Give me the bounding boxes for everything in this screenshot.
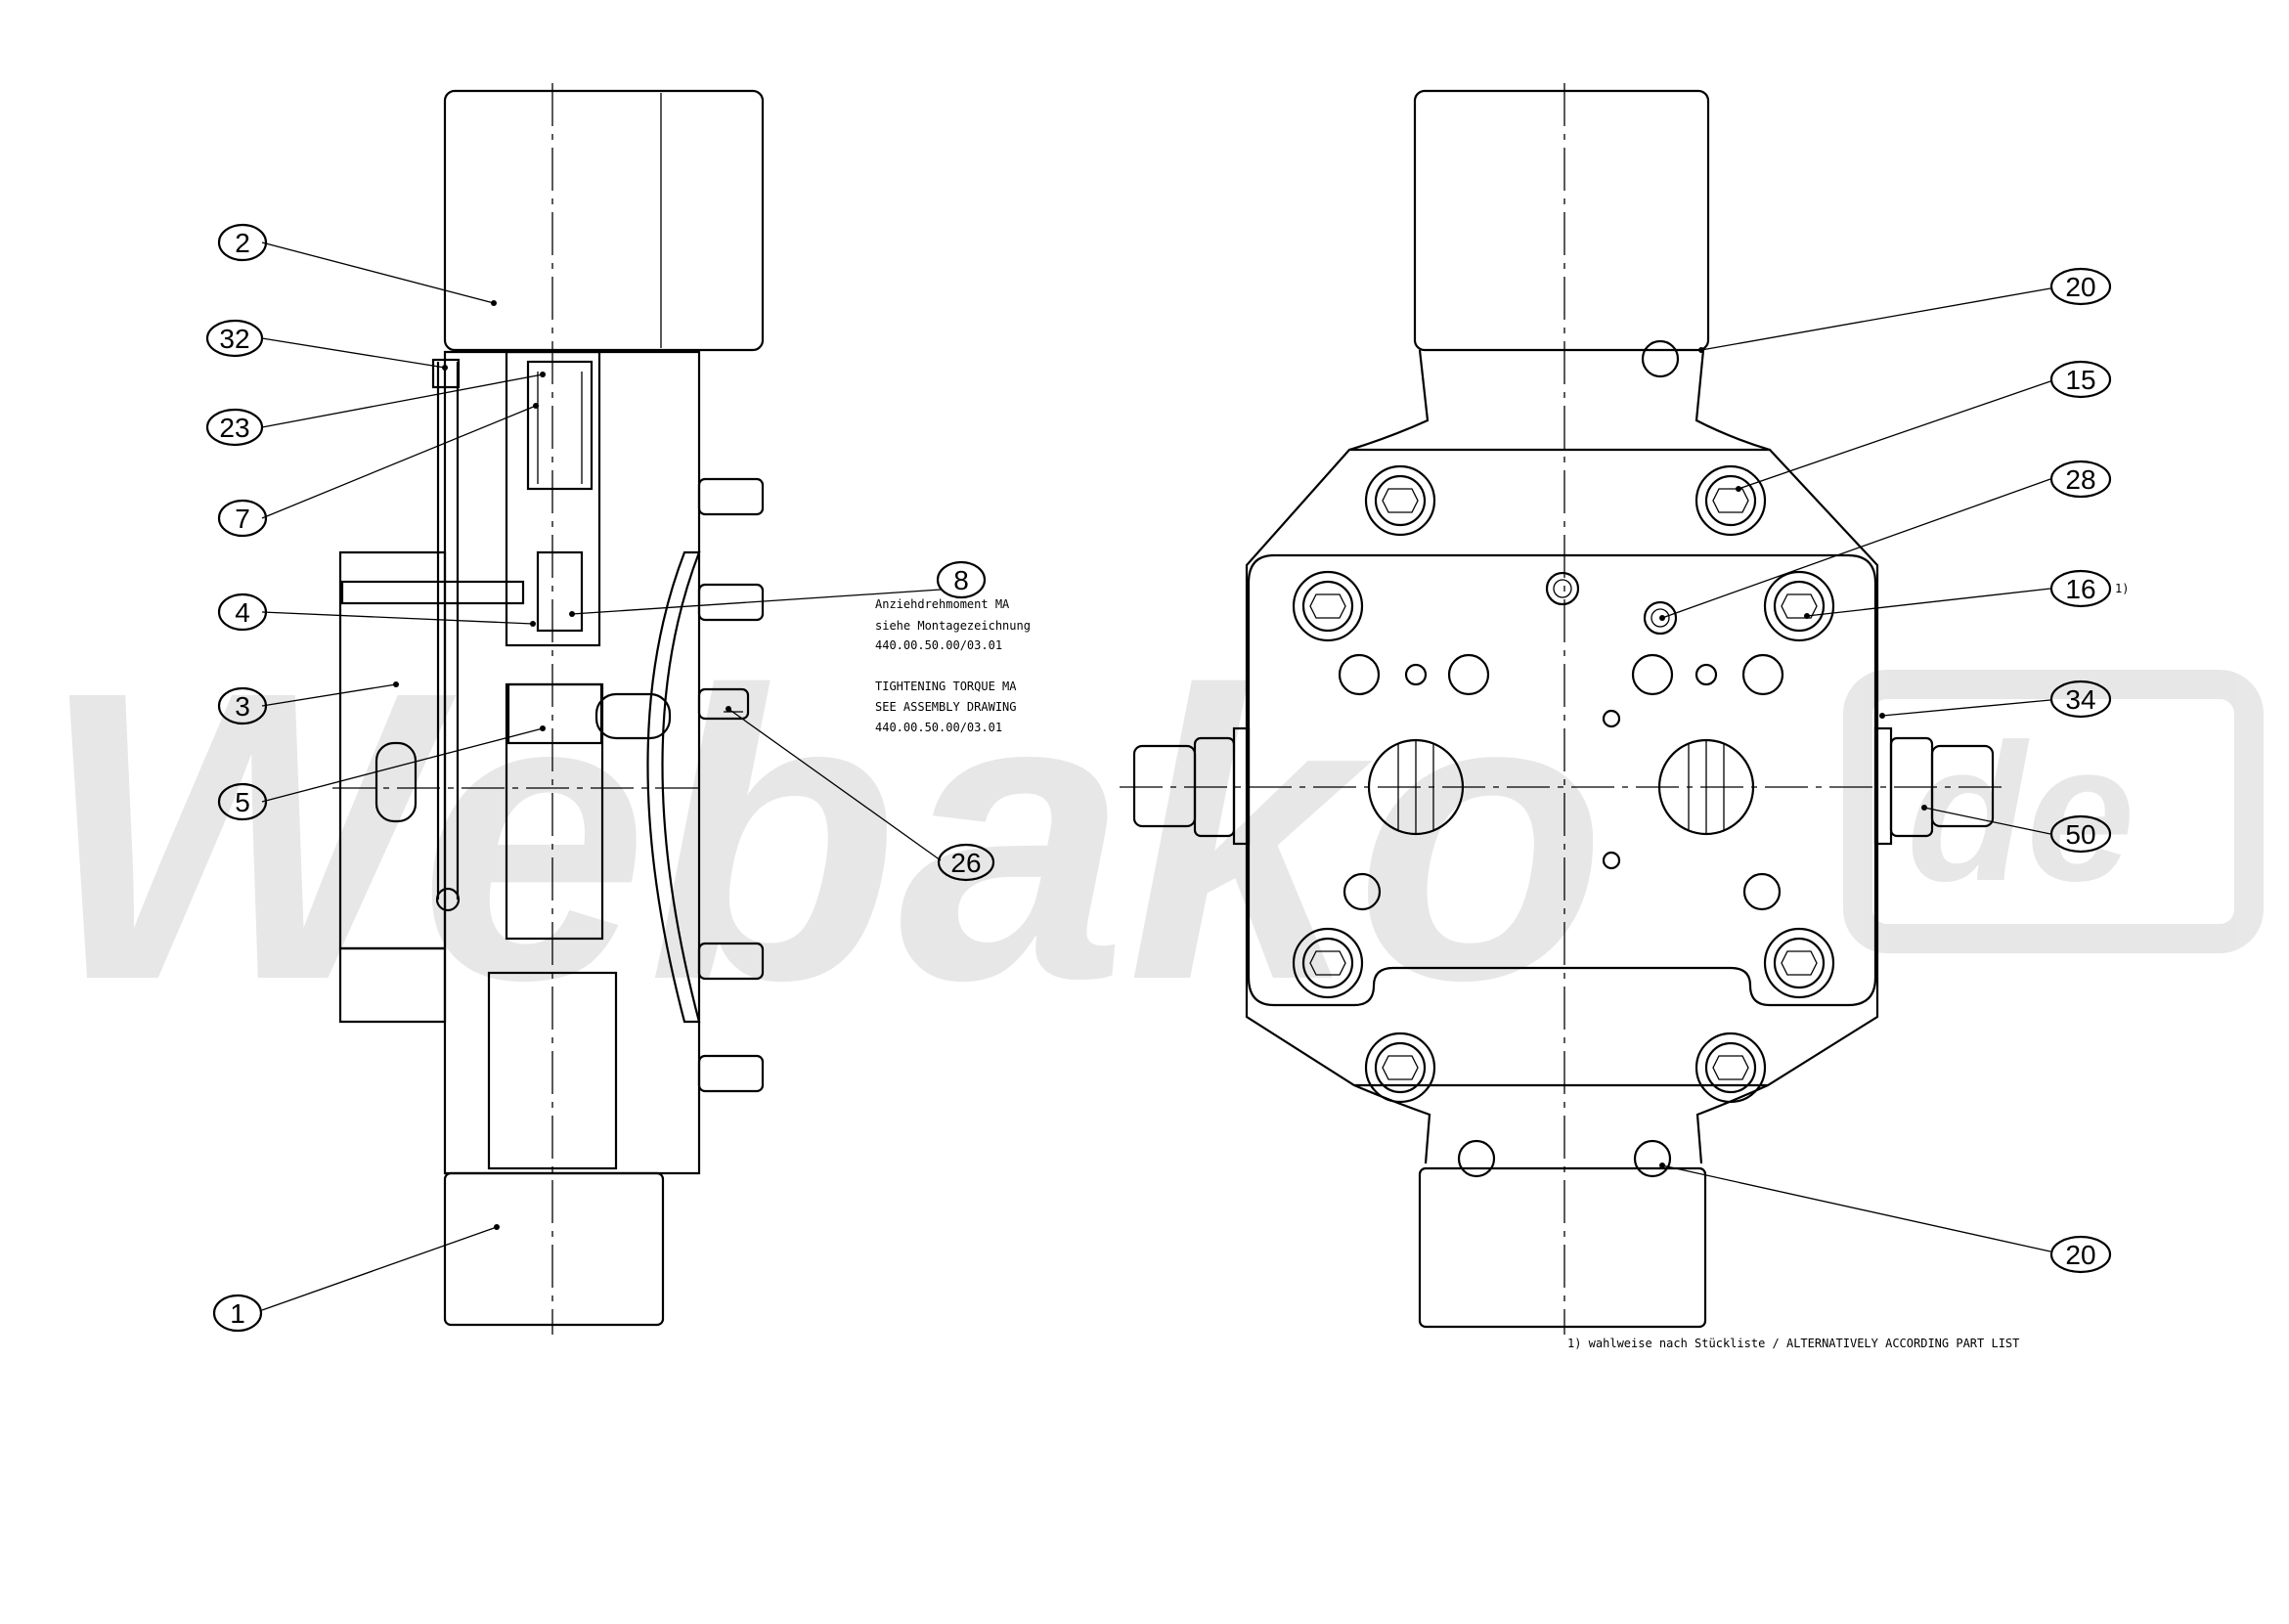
svg-text:440.00.50.00/03.01: 440.00.50.00/03.01 (875, 638, 1002, 652)
svg-text:Anziehdrehmoment MA: Anziehdrehmoment MA (875, 597, 1010, 611)
balloon-1: 1 (212, 1294, 263, 1333)
svg-text:16: 16 (2065, 574, 2095, 604)
balloon-2: 2 (217, 223, 268, 262)
octagonal-housing (1245, 448, 1879, 1087)
lower-cylinder-front (1418, 1166, 1707, 1329)
svg-text:SEE ASSEMBLY DRAWING: SEE ASSEMBLY DRAWING (875, 700, 1017, 714)
svg-text:34: 34 (2065, 684, 2095, 715)
watermark: Webako de (39, 607, 2264, 1066)
svg-text:440.00.50.00/03.01: 440.00.50.00/03.01 (875, 721, 1002, 734)
balloon-32: 32 (205, 319, 264, 358)
leader-lines-right (1659, 287, 2051, 1252)
right-front-view (1120, 83, 2009, 1335)
lower-cylinder-part-1 (443, 1171, 665, 1327)
svg-text:15: 15 (2065, 365, 2095, 395)
balloon-4: 4 (217, 593, 268, 632)
left-section-view (332, 83, 765, 1335)
upper-cylinder-part-2 (443, 89, 765, 352)
svg-text:3: 3 (235, 691, 250, 722)
balloon-16: 16 1) (2049, 569, 2129, 608)
watermark-text: Webako (39, 607, 1607, 1066)
svg-text:32: 32 (219, 324, 249, 354)
studs (697, 477, 765, 1093)
svg-text:5: 5 (235, 787, 250, 817)
balloon-26: 26 (937, 843, 995, 882)
plug-part-32 (431, 358, 461, 389)
upper-cylinder-front (1413, 89, 1710, 352)
svg-text:23: 23 (219, 413, 249, 443)
balloon-50: 50 (2049, 814, 2112, 854)
svg-text:20: 20 (2065, 272, 2095, 302)
svg-text:1: 1 (230, 1298, 245, 1329)
footnote-marker: 1) (2115, 582, 2129, 595)
balloon-3: 3 (217, 686, 268, 725)
balloon-20-top: 20 (2049, 267, 2112, 306)
svg-text:26: 26 (950, 848, 981, 878)
balloon-5: 5 (217, 782, 268, 821)
svg-text:50: 50 (2065, 819, 2095, 850)
balloon-20-bottom: 20 (2049, 1235, 2112, 1274)
svg-text:20: 20 (2065, 1240, 2095, 1270)
svg-text:TIGHTENING TORQUE MA: TIGHTENING TORQUE MA (875, 680, 1017, 693)
svg-text:4: 4 (235, 597, 250, 628)
svg-text:2: 2 (235, 228, 250, 258)
balloon-8: 8 (936, 560, 987, 599)
leader-lines-left (261, 241, 942, 1311)
svg-text:7: 7 (235, 504, 250, 534)
footnote: 1) wahlweise nach Stückliste / ALTERNATI… (1567, 1337, 2019, 1350)
balloon-15: 15 (2049, 360, 2112, 399)
ports (1338, 339, 1784, 1178)
balloon-28: 28 (2049, 460, 2112, 499)
balloon-23: 23 (205, 408, 264, 447)
torque-note: Anziehdrehmoment MA siehe Montagezeichnu… (875, 597, 1031, 734)
socket-bolts (1292, 464, 1835, 1104)
svg-text:28: 28 (2065, 464, 2095, 495)
balloon-34: 34 (2049, 680, 2112, 719)
watermark-suffix: de (1907, 704, 2135, 922)
svg-text:8: 8 (953, 565, 969, 595)
svg-text:siehe Montagezeichnung: siehe Montagezeichnung (875, 619, 1031, 633)
balloon-7: 7 (217, 499, 268, 538)
